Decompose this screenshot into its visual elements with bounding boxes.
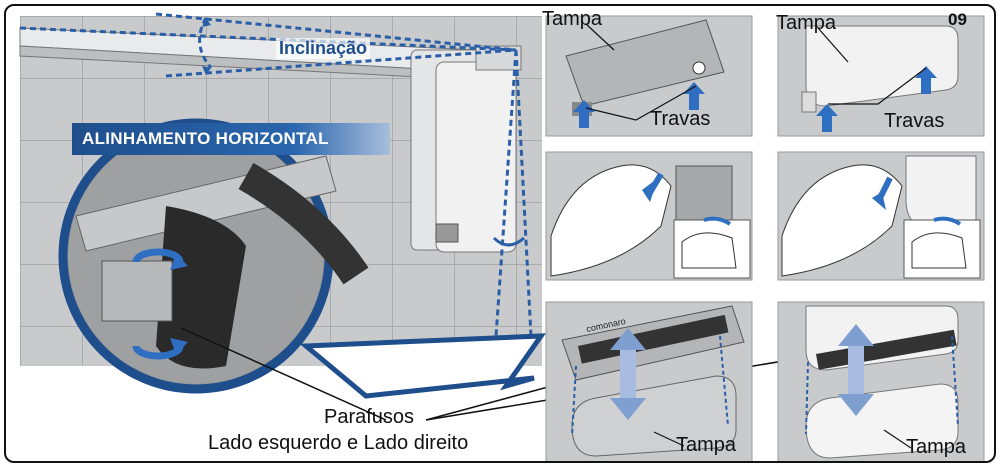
inclination-label: Inclinação [276,38,371,59]
step-middle-right-illustration [777,151,985,281]
up-arrow-icon [573,100,595,128]
shower-head-arm [19,27,522,253]
up-down-arrow-icon [838,324,874,416]
latches-label: Travas [650,108,711,130]
sides-label: Lado esquerdo e Lado direito [208,432,469,454]
step-top-left-illustration [545,15,753,137]
step-bottom-right-illustration [777,301,985,461]
step-bottom-left-illustration [545,301,753,461]
up-arrow-icon [683,82,705,110]
cover-label: Tampa [776,12,837,34]
tilt-arrow-icon [492,236,525,247]
instruction-frame: Inclinação ALINHAMENTO HORIZONTAL Parafu… [4,4,996,463]
up-down-arrow-icon [610,328,646,420]
main-scene-illustration [19,12,985,461]
zoom-magnifier [58,118,369,394]
step-middle-left-illustration [545,151,753,281]
up-arrow-icon [816,104,838,132]
cover-label: Tampa [542,8,603,30]
step-top-right-illustration [777,15,985,137]
step-number: 09 [948,10,967,29]
zoom-pointer [299,333,546,399]
cover-label: Tampa [906,436,967,458]
cover-label: Tampa [676,434,737,456]
latches-label: Travas [884,110,945,132]
up-arrow-icon [915,66,937,94]
down-arrow-icon [872,192,886,210]
screws-label: Parafusos [324,406,415,428]
horizontal-alignment-banner: ALINHAMENTO HORIZONTAL [72,123,390,155]
inclination-guide [19,12,533,337]
